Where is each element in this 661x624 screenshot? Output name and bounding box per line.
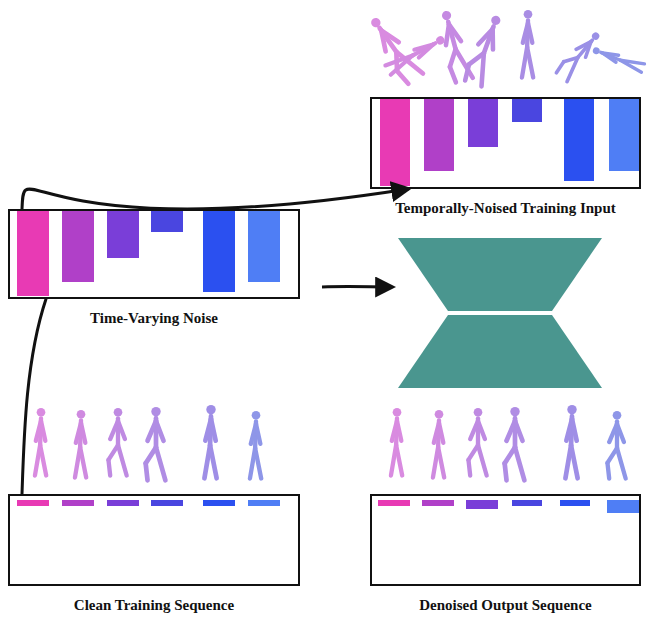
box-heading: Time-Varying Noise (0, 310, 338, 327)
clean-figures (35, 405, 261, 480)
noisy-figures (365, 9, 645, 87)
sequence-box: Clean Training Sequence (8, 494, 300, 586)
box-heading: Denoised Output Sequence (332, 597, 661, 614)
denoised-bars (378, 500, 639, 513)
denoised-figures (391, 405, 626, 480)
noise-bars (17, 211, 280, 296)
box-heading: Temporally-Noised Training Input (332, 200, 661, 217)
sequence-box: Denoised Output Sequence (370, 494, 641, 586)
input-arrow (322, 285, 392, 288)
noised-bars (380, 99, 639, 186)
box-heading: Clean Training Sequence (0, 597, 338, 614)
sequence-box: Time-Varying Noise (8, 209, 300, 299)
sequence-box: Temporally-Noised Training Input (370, 97, 641, 189)
curved-arrow (22, 299, 46, 494)
curved-arrow (22, 189, 408, 209)
network (398, 238, 602, 388)
clean-bars (17, 500, 280, 506)
